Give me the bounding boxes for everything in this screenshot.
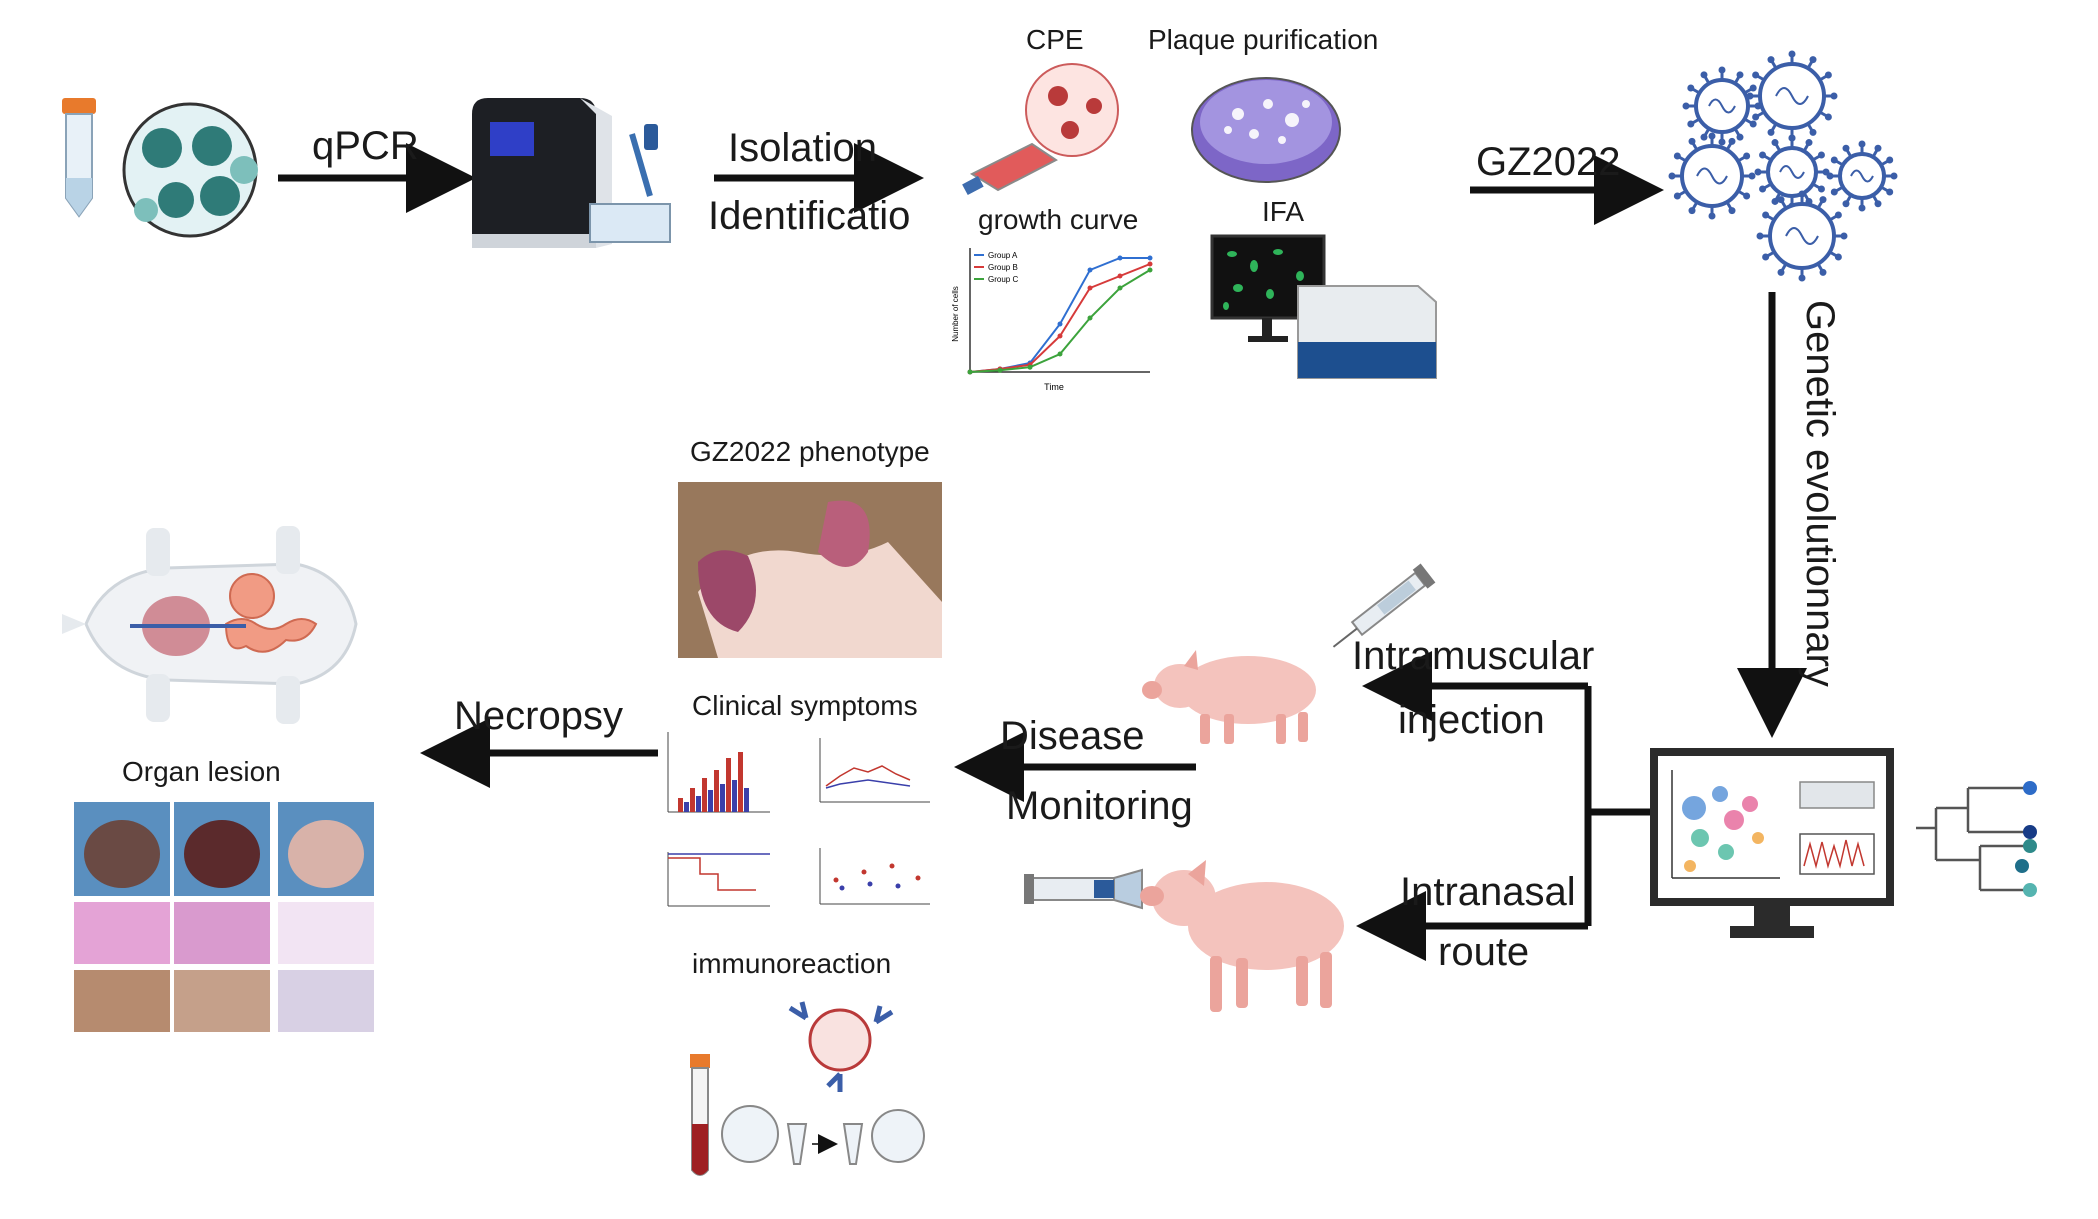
label-genetic: Genetic evolutionnary	[1798, 300, 1842, 687]
legend-label: Group C	[988, 275, 1018, 284]
series-point	[1087, 315, 1093, 321]
pig-intramuscular-icon	[1142, 650, 1316, 744]
virus-particle	[1682, 66, 1762, 146]
series-point	[967, 369, 973, 375]
pig-organs-icon	[62, 526, 358, 724]
label-phenotype: GZ2022 phenotype	[690, 436, 930, 467]
series-point	[1057, 333, 1063, 339]
label-identification: Identificatio	[708, 194, 911, 238]
gz2022-phenotype-photo	[678, 482, 942, 658]
label-qpcr: qPCR	[312, 124, 419, 168]
label-disease: Disease	[1000, 714, 1145, 758]
chart-legend: Group A Group B Group C	[974, 251, 1018, 284]
clinical-charts-icon	[667, 732, 930, 907]
label-intramuscular: Intramuscular	[1352, 634, 1595, 678]
cell-culture-icon	[122, 102, 258, 238]
series-point	[1027, 364, 1033, 370]
label-monitoring: Monitoring	[1006, 784, 1193, 828]
label-organ-lesion: Organ lesion	[122, 756, 281, 787]
qpcr-machine-icon	[472, 98, 671, 248]
series-point	[997, 367, 1003, 373]
series-point	[1057, 321, 1063, 327]
virus-particle	[1756, 190, 1848, 282]
legend-label: Group B	[988, 263, 1018, 272]
arrow-bracket	[1584, 686, 1650, 926]
label-gz2022: GZ2022	[1476, 140, 1621, 184]
label-plaque: Plaque purification	[1148, 24, 1379, 55]
nasal-sprayer-icon	[1024, 868, 1143, 910]
label-growth-curve: growth curve	[978, 204, 1139, 235]
cpe-flask-icon	[962, 63, 1119, 196]
plaque-dish-icon	[1191, 77, 1341, 183]
virus-particle	[1826, 140, 1898, 212]
chart-series	[967, 255, 1153, 375]
label-immunoreaction: immunoreaction	[692, 948, 892, 979]
syringe-icon	[1332, 563, 1436, 648]
computer-analysis-icon	[1650, 748, 2037, 938]
chart-xlabel: Time	[1044, 382, 1064, 392]
pig-intranasal-icon	[1140, 860, 1344, 1012]
immunoreaction-icon	[690, 1001, 925, 1176]
label-intranasal: Intranasal	[1400, 870, 1576, 914]
series-point	[1147, 255, 1153, 261]
organ-lesion-grid	[74, 802, 374, 1032]
series-point	[1147, 267, 1153, 273]
series-point	[1117, 273, 1123, 279]
series-point	[1087, 285, 1093, 291]
series-point	[1117, 285, 1123, 291]
series-point	[1087, 267, 1093, 273]
label-necropsy: Necropsy	[454, 694, 623, 738]
series-line	[969, 269, 1151, 373]
sample-tube-icon	[62, 98, 96, 218]
virus-particle	[1754, 134, 1830, 210]
virus-particle	[1746, 50, 1838, 142]
label-route: route	[1438, 930, 1530, 974]
series-point	[1117, 255, 1123, 261]
label-ifa: IFA	[1262, 196, 1305, 227]
virus-particle	[1668, 132, 1756, 220]
label-cpe: CPE	[1026, 24, 1084, 55]
series-point	[1147, 261, 1153, 267]
legend-label: Group A	[988, 251, 1018, 260]
ifa-monitor-icon	[1210, 234, 1437, 379]
virus-cluster-icon	[1668, 50, 1898, 282]
label-clinical: Clinical symptoms	[692, 690, 918, 721]
label-injection: injection	[1398, 698, 1545, 742]
chart-ylabel: Number of cells	[951, 286, 960, 342]
series-point	[1057, 351, 1063, 357]
label-isolation: Isolation	[728, 126, 877, 170]
